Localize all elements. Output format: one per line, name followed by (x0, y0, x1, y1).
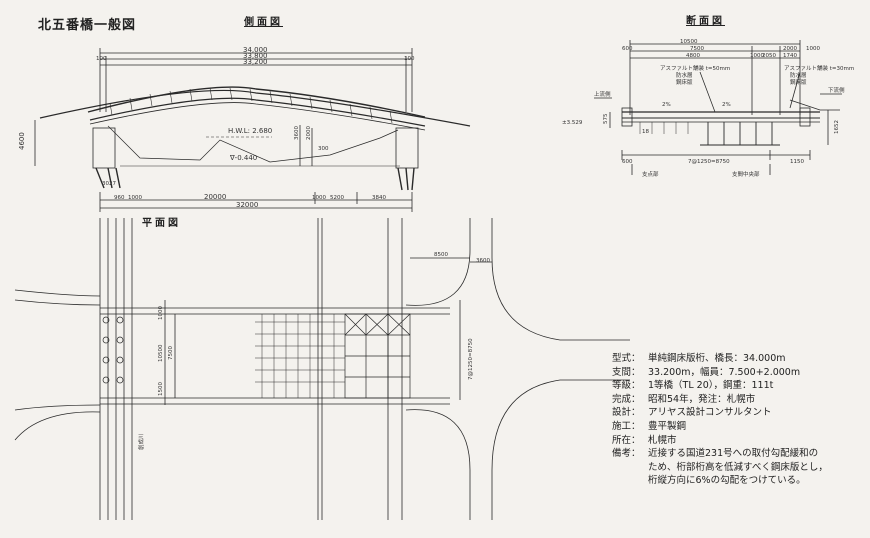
section-dimension-texts: 10500 7500 4800 1000 2050 2000 1740 1000… (562, 39, 854, 178)
dim-600-sec: 600 (622, 46, 633, 52)
dim-5200: 5200 (330, 195, 344, 201)
dim-960: 960 (114, 195, 125, 201)
midspan-label: 支間中央部 (732, 170, 760, 178)
dim-33200: 33,200 (243, 58, 268, 66)
dim-1000-sec-b: 1000 (806, 46, 820, 52)
drawing-title: 北五番橋一般図 (38, 18, 137, 33)
plan-view-label: 平面図 (142, 218, 181, 229)
support-label: 支点部 (642, 170, 659, 178)
slab-right-label: 鋼床版 (790, 78, 807, 86)
dim-1150: 1150 (790, 159, 804, 165)
side-dimension-texts: 34,000 33,800 33,200 100 100 H.W.L: 2.68… (18, 46, 415, 209)
dim-4800: 4800 (686, 53, 700, 59)
dim-1500: 1500 (158, 382, 164, 396)
dim-300: 300 (318, 146, 329, 152)
downstream-label: 下流側 (828, 86, 845, 94)
spec-row-location: 所在：札幌市 (612, 434, 677, 446)
waterproof-right-label: 防水層 (790, 71, 807, 79)
dim-1000-sec-a: 1000 (750, 53, 764, 59)
dim-8500: 8500 (434, 252, 448, 258)
specification-block: 型式：単純鋼床版桁、橋長：34.000m 支間：33.200m，幅員：7.500… (612, 352, 862, 488)
side-view-label: 側面図 (244, 17, 283, 28)
cross-section (594, 40, 842, 175)
upstream-label: 上流側 (594, 90, 611, 98)
dim-4600: 4600 (18, 132, 26, 150)
hwl-label: H.W.L: 2.680 (228, 127, 272, 135)
spec-row-construction: 施工：豊平製鋼 (612, 420, 687, 432)
plan-dimension-texts: 8500 3600 7500 10500 1000 1500 7@1250=87… (137, 252, 490, 450)
dim-2000: 2000 (306, 126, 312, 140)
dim-2000-sec: 2000 (783, 46, 797, 52)
elevation-label: ±3.529 (562, 120, 583, 126)
plan-view (14, 218, 630, 520)
spec-row-remarks: 備考：近接する国道231号への取付勾配緩和の (612, 448, 819, 460)
asphalt-right-label: アスファルト舗装 t=30mm (784, 64, 854, 72)
dim-1652: 1652 (834, 120, 840, 134)
dim-100-left: 100 (96, 56, 107, 62)
dim-7500: 7500 (168, 346, 174, 360)
dim-1000: 1000 (128, 195, 142, 201)
spec-remarks-line-2: ため、桁部桁高を低減すべく鋼床版とし， (648, 461, 828, 473)
dim-10500: 10500 (158, 344, 164, 362)
spec-remarks-line-3: 桁縦方向に6%の勾配をつけている。 (648, 475, 806, 487)
level-label: ∇-0.440 (229, 154, 257, 162)
dim-20000: 20000 (204, 193, 226, 201)
dim-1740: 1740 (783, 53, 797, 59)
dim-600-bottom: 600 (622, 159, 633, 165)
dim-34000: 34,000 (243, 46, 268, 54)
dim-100-right: 100 (404, 56, 415, 62)
slab-left-label: 鋼床版 (676, 78, 693, 86)
slope-right: 2% (722, 102, 731, 108)
dim-2050: 2050 (762, 53, 776, 59)
dim-10500-sec: 10500 (680, 39, 698, 45)
spec-row-type: 型式：単純鋼床版桁、橋長：34.000m (612, 353, 786, 364)
dim-3027: 3027 (102, 181, 116, 187)
river-name: 創成川 (137, 433, 145, 450)
dim-1000-plan: 1000 (158, 306, 164, 320)
dim-span-sec: 7@1250=8750 (688, 159, 730, 165)
spec-row-grade: 等級：1等橋（TL 20），鋼重：111t (612, 380, 774, 392)
dim-1000-b: 1000 (312, 195, 326, 201)
dim-3600-plan: 3600 (476, 258, 490, 264)
spec-row-completed: 完成：昭和54年，発注：札幌市 (612, 393, 756, 405)
slope-left: 2% (662, 102, 671, 108)
spec-row-span: 支間：33.200m，幅員：7.500+2.000m (612, 366, 801, 378)
dim-7500-sec: 7500 (690, 46, 704, 52)
side-elevation (34, 48, 471, 212)
dim-18: 18 (642, 129, 649, 135)
dim-33800: 33,800 (243, 52, 268, 60)
dim-3600: 3600 (294, 126, 300, 140)
dim-3840: 3840 (372, 195, 386, 201)
dim-32000: 32000 (236, 201, 258, 209)
section-view-label: 断面図 (686, 16, 725, 27)
spec-row-design: 設計：アリヤス設計コンサルタント (612, 407, 772, 419)
dim-575: 575 (603, 113, 609, 124)
waterproof-left-label: 防水層 (676, 71, 693, 79)
asphalt-left-label: アスファルト舗装 t=50mm (660, 64, 730, 72)
dim-span-plan: 7@1250=8750 (468, 338, 474, 380)
